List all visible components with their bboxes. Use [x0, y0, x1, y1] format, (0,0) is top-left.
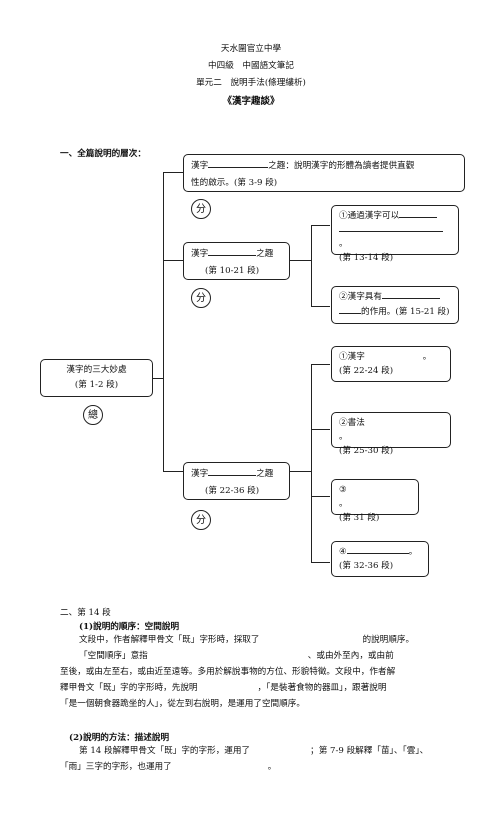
sub6-text: ④	[339, 547, 347, 557]
branch-line-1	[163, 172, 183, 173]
sub1-connector	[311, 225, 330, 226]
p1-l1-text: 文段中，作者解釋甲骨文「既」字形時，採取了	[79, 635, 260, 645]
top-box-text-a: 漢字	[191, 161, 209, 171]
branch-line-3	[163, 471, 183, 472]
mid-box-1: 漢字 之趣 (第 10-21 段)	[183, 242, 290, 280]
root-title: 漢字的三大妙處	[66, 365, 127, 375]
mid2-text-a: 漢字	[191, 469, 209, 479]
sub5-connector	[311, 496, 330, 497]
mid2-paragraphs: (第 22-36 段)	[205, 486, 260, 496]
sub5-text: ③	[339, 485, 347, 495]
sub4-connector	[311, 429, 330, 430]
section2-heading: 二、第 14 段	[60, 608, 111, 618]
general-tag: 總	[83, 405, 103, 425]
section2-sub2-heading: (2)說明的方法：描述說明	[69, 733, 170, 743]
root-connector	[153, 378, 164, 379]
page-title: 《漢字趣談》	[222, 96, 280, 107]
sub2-text: ②漢字具有	[339, 292, 382, 302]
sub-box-2: ②漢字具有 的作用。(第 15-21 段)	[331, 286, 459, 324]
sub6-paragraphs: (第 32-36 段)	[339, 561, 394, 571]
sub-box-6: ④ 。 (第 32-36 段)	[331, 541, 429, 577]
mid1-paragraphs: (第 10-21 段)	[205, 266, 260, 276]
sub4-period: 。	[339, 432, 348, 442]
mid2-branch-trunk	[311, 364, 312, 563]
section2-p1-line2: 「空間順序」意指 、或由外至內，或由前	[79, 650, 479, 663]
root-paragraphs: (第 1-2 段)	[74, 380, 119, 390]
section2-sub1-heading: (1)說明的順序：空間說明	[79, 622, 180, 632]
p2-l2-a: 「雨」三字的字形，也運用了	[60, 762, 172, 772]
p1-l1-end: 的說明順序。	[362, 635, 415, 645]
p2-l2-b: 。	[267, 762, 277, 772]
sub1-paragraphs: (第 13-14 段)	[339, 253, 394, 263]
sub3-connector	[311, 364, 330, 365]
mid1-text-b: 之趣	[256, 249, 274, 259]
top-box-text-2: 性的啟示。(第 3-9 段)	[191, 178, 278, 188]
section1-heading: 一、全篇說明的層次：	[60, 149, 146, 159]
mid1-connector	[290, 260, 312, 261]
sub6-connector	[311, 562, 330, 563]
part-tag-1: 分	[191, 199, 211, 219]
section2-p1-line5: 「是一個朝食器跪坐的人」，從左到右說明，是運用了空間順序。	[60, 699, 305, 709]
p1-l4-a: 釋甲骨文「既」字的字形時，先說明	[60, 683, 198, 693]
sub5-period: 。	[339, 499, 348, 509]
notes-subtitle: 中四級 中國語文筆記	[208, 61, 294, 71]
section2-p1-line4: 釋甲骨文「既」字的字形時，先說明 ，「是裝著食物的器皿」，跟著說明	[60, 682, 485, 695]
sub3-text: ①漢字	[339, 352, 365, 362]
p1-l4-b: ，「是裝著食物的器皿」，跟著說明	[257, 683, 387, 693]
school-name: 天水圍官立中學	[220, 44, 282, 54]
section2-p2-line2: 「雨」三字的字形，也運用了 。	[60, 761, 485, 774]
main-trunk-line	[163, 172, 164, 472]
part-tag-2: 分	[191, 288, 211, 308]
sub3-paragraphs: (第 22-24 段)	[339, 366, 394, 376]
root-box: 漢字的三大妙處 (第 1-2 段)	[40, 359, 153, 397]
p2-l1-a: 第 14 段解釋甲骨文「既」字的字形，運用了	[79, 746, 251, 756]
sub3-period: 。	[422, 352, 432, 362]
sub-box-5: ③ 。 (第 31 段)	[331, 479, 419, 523]
section2-p1-line3: 至後，或由左至右，或由近至遠等。多用於解說事物的方位、形貌特徵。文段中，作者解	[60, 667, 396, 677]
mid2-connector	[290, 471, 312, 472]
sub5-paragraphs: (第 31 段)	[339, 513, 380, 523]
sub-box-3: ①漢字 。 (第 22-24 段)	[331, 346, 451, 382]
branch-line-2	[163, 260, 183, 261]
sub1-text: ①通過漢字可以	[339, 211, 400, 221]
top-box-text-b: 之趣：說明漢字的形體為讀者提供直觀	[268, 161, 415, 171]
sub-box-1: ①通過漢字可以 。 (第 13-14 段)	[331, 205, 459, 263]
sub-box-4: ②書法。 (第 25-30 段)	[331, 412, 451, 456]
sub4-paragraphs: (第 25-30 段)	[339, 446, 394, 456]
mid1-branch-trunk	[311, 225, 312, 307]
p1-l2-a: 「空間順序」意指	[79, 651, 148, 661]
sub2-text-2: 的作用。(第 15-21 段)	[361, 307, 450, 317]
mid-box-2: 漢字 之趣 (第 22-36 段)	[183, 462, 290, 500]
section2-p1-line1: 文段中，作者解釋甲骨文「既」字形時，採取了 的說明順序。	[79, 634, 479, 647]
mid2-text-b: 之趣	[256, 469, 274, 479]
p2-l1-b: ；第 7-9 段解釋「苗」、「雲」、	[310, 746, 429, 756]
section2-p2-line1: 第 14 段解釋甲骨文「既」字的字形，運用了 ；第 7-9 段解釋「苗」、「雲」、	[79, 745, 489, 758]
sub2-connector	[311, 306, 330, 307]
sub6-period: 。	[408, 547, 418, 557]
part-tag-3: 分	[191, 510, 211, 530]
sub1-period: 。	[339, 239, 348, 249]
p1-l2-b: 、或由外至內，或由前	[307, 651, 394, 661]
mid1-text-a: 漢字	[191, 249, 209, 259]
unit-title: 單元二 說明手法(條理縷析)	[196, 78, 306, 88]
sub4-text: ②書法	[339, 418, 365, 428]
top-box: 漢字 之趣：說明漢字的形體為讀者提供直觀 性的啟示。(第 3-9 段)	[183, 154, 465, 192]
